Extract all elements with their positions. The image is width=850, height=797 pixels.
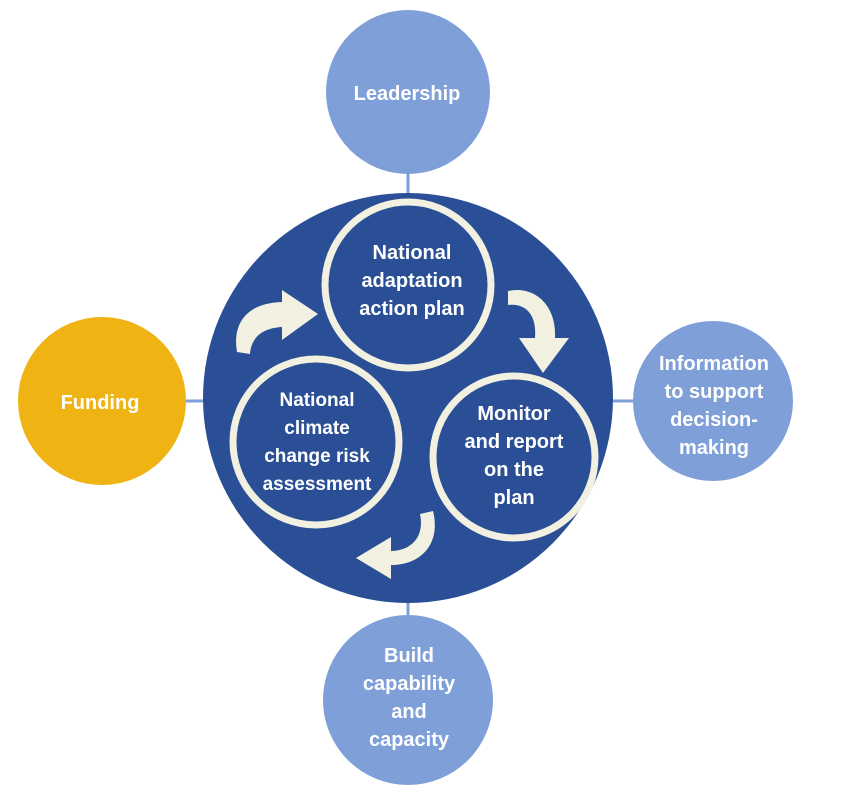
satellite-leadership-circle [326, 10, 490, 174]
label-line: Build [384, 645, 434, 667]
label-line: assessment [263, 474, 372, 495]
curved-arrow-icon [508, 289, 569, 373]
label-line: Funding [61, 392, 140, 414]
label-line: action plan [359, 298, 465, 320]
cycle-plan-label: National adaptation action plan [359, 242, 465, 320]
label-line: National [373, 242, 452, 264]
label-line: capability [363, 673, 456, 695]
satellite-information-circle [633, 321, 793, 481]
cycle-risk-label: National climate change risk assessment [263, 390, 372, 495]
label-line: Monitor [477, 403, 551, 425]
label-line: change risk [264, 446, 370, 467]
satellite-capability-circle [323, 615, 493, 785]
label-line: to support [665, 381, 764, 403]
cycle-arrows [236, 289, 569, 579]
label-line: climate [284, 418, 349, 439]
label-line: National [280, 390, 355, 411]
label-line: Leadership [354, 83, 461, 105]
curved-arrow-icon [236, 290, 318, 354]
satellite-capability-label: Build capability and capacity [363, 645, 456, 751]
curved-arrow-icon [356, 511, 435, 579]
label-line: and report [465, 431, 564, 453]
cycle-monitor-label: Monitor and report on the plan [465, 403, 564, 509]
label-line: and [391, 701, 427, 723]
satellite-funding-circle [18, 317, 186, 485]
cycle-ring-plan [321, 198, 495, 372]
label-line: capacity [369, 729, 450, 751]
cycle-ring-monitor [429, 372, 599, 542]
label-line: making [679, 437, 749, 459]
satellite-funding-label: Funding [61, 392, 140, 414]
label-line: adaptation [361, 270, 462, 292]
label-line: on the [484, 459, 544, 481]
label-line: plan [493, 487, 534, 509]
cycle-ring-risk [229, 355, 403, 529]
satellite-information-label: Information to support decision-making [659, 353, 769, 459]
label-line: Information [659, 353, 769, 375]
label-line: decision- [670, 409, 758, 431]
satellite-leadership-label: Leadership [354, 83, 461, 105]
